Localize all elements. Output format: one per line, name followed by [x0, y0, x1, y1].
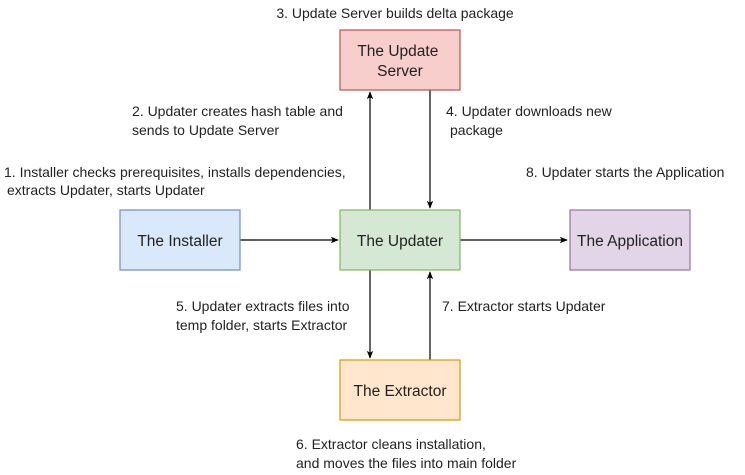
label-step-6: 6. Extractor cleans installation, and mo…: [296, 436, 517, 471]
label-step-7: 7. Extractor starts Updater: [442, 298, 606, 314]
node-update-server-label: The Update Server: [357, 43, 442, 80]
node-installer-box: [119, 209, 241, 271]
node-update-server: The Update Server: [339, 29, 461, 91]
node-application-label: The Application: [577, 233, 683, 250]
node-installer: The Installer: [119, 209, 241, 271]
node-extractor: The Extractor: [339, 359, 461, 421]
label-step-8: 8. Updater starts the Application: [526, 164, 724, 180]
node-installer-label: The Installer: [137, 233, 222, 250]
node-extractor-box: [339, 359, 461, 421]
node-updater-label: The Updater: [357, 233, 443, 250]
edges: [240, 90, 568, 360]
node-update-server-box: [339, 29, 461, 91]
label-step-4: 4. Updater downloads new package: [446, 103, 616, 138]
node-updater: The Updater: [339, 209, 461, 271]
label-step-3: 3. Update Server builds delta package: [276, 5, 514, 21]
node-application: The Application: [569, 209, 691, 271]
node-updater-box: [339, 209, 461, 271]
label-step-2: 2. Updater creates hash table and sends …: [132, 103, 347, 138]
label-step-1: 1. Installer checks prerequisites, insta…: [4, 164, 350, 198]
label-step-5: 5. Updater extracts files into temp fold…: [176, 298, 353, 333]
node-application-box: [569, 209, 691, 271]
node-extractor-label: The Extractor: [353, 383, 446, 400]
